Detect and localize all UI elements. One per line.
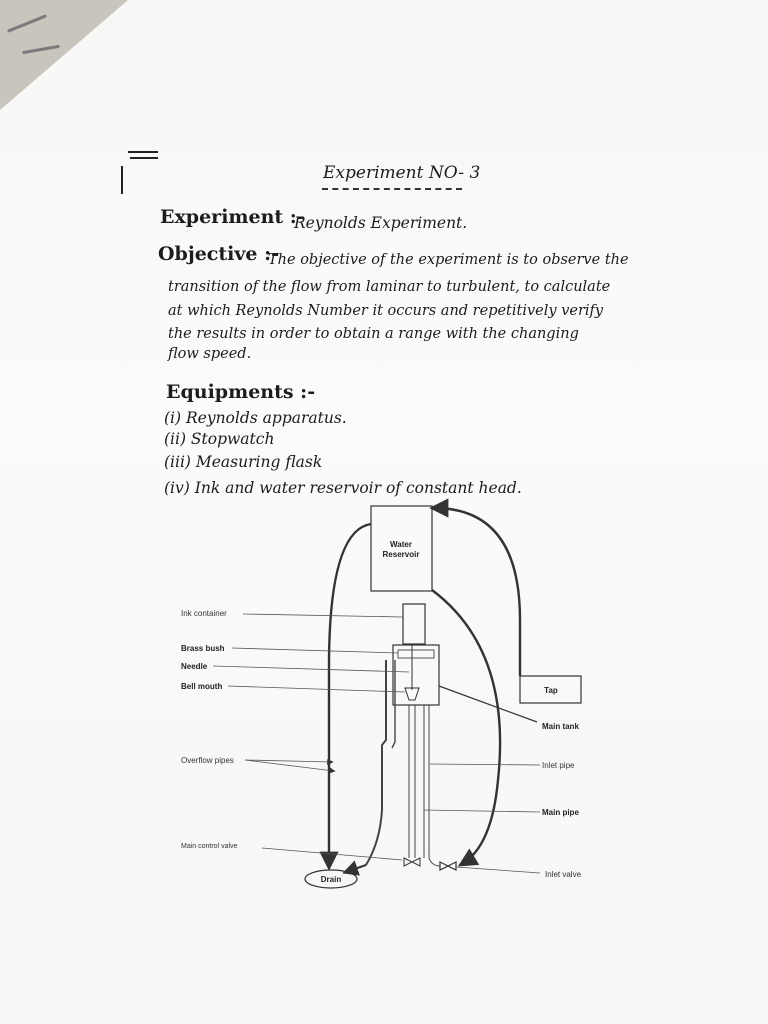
inlet-valve [439,861,457,871]
main-tank-label: Main tank [542,722,579,731]
folded-corner [0,0,128,110]
title-underline [322,188,462,190]
ink-container [402,603,426,645]
equipment-item-3: (iii) Measuring flask [164,453,323,471]
overflow-pipe [391,660,396,749]
equipment-item-2: (ii) Stopwatch [164,430,275,448]
tap-box [519,675,582,704]
objective-line-4: the results in order to obtain a range w… [168,326,579,342]
water-reservoir-box [370,505,433,592]
overflow-pipe [365,660,387,866]
objective-line-5: flow speed. [168,346,252,362]
brass-bush-label: Brass bush [181,644,225,653]
experiment-label: Experiment :- [160,206,305,228]
tap-label: Tap [544,686,558,695]
equipment-item-1: (i) Reynolds apparatus. [164,409,347,427]
margin-mark [130,157,158,159]
main-tank [392,644,440,706]
brass-bush [397,649,435,659]
drain-return-pipe [319,522,372,871]
equipments-label: Equipments :- [166,381,316,403]
ink-container-label: Ink container [181,609,227,618]
reservoir-label-line-1: Water [390,540,412,549]
main-control-valve [403,857,421,867]
objective-line-3: at which Reynolds Number it occurs and r… [168,303,604,319]
reservoir-outlet-pipe [431,589,502,867]
inlet-valve-label: Inlet valve [545,870,582,879]
equipment-item-4: (iv) Ink and water reservoir of constant… [164,479,522,497]
overflow-pipes-label: Overflow pipes [181,756,234,765]
drain-label: Drain [321,875,342,884]
objective-line-2: transition of the flow from laminar to t… [168,279,611,295]
margin-mark [128,151,158,153]
margin-mark [121,166,123,194]
experiment-value: Reynolds Experiment. [294,214,468,232]
main-control-valve-label: Main control valve [181,843,238,850]
objective-line-1: The objective of the experiment is to ob… [268,252,629,268]
main-pipe-label: Main pipe [542,808,579,817]
inlet-pipe-label: Inlet pipe [542,761,575,770]
bell-mouth [404,687,420,701]
supply-pipe [429,498,522,676]
reservoir-label-line-2: Reservoir [383,550,420,559]
objective-label: Objective :- [158,243,280,265]
bell-mouth-label: Bell mouth [181,682,222,691]
overflow-drain-line [342,860,367,876]
needle-label: Needle [181,662,208,671]
page-title: Experiment NO- 3 [323,163,481,183]
